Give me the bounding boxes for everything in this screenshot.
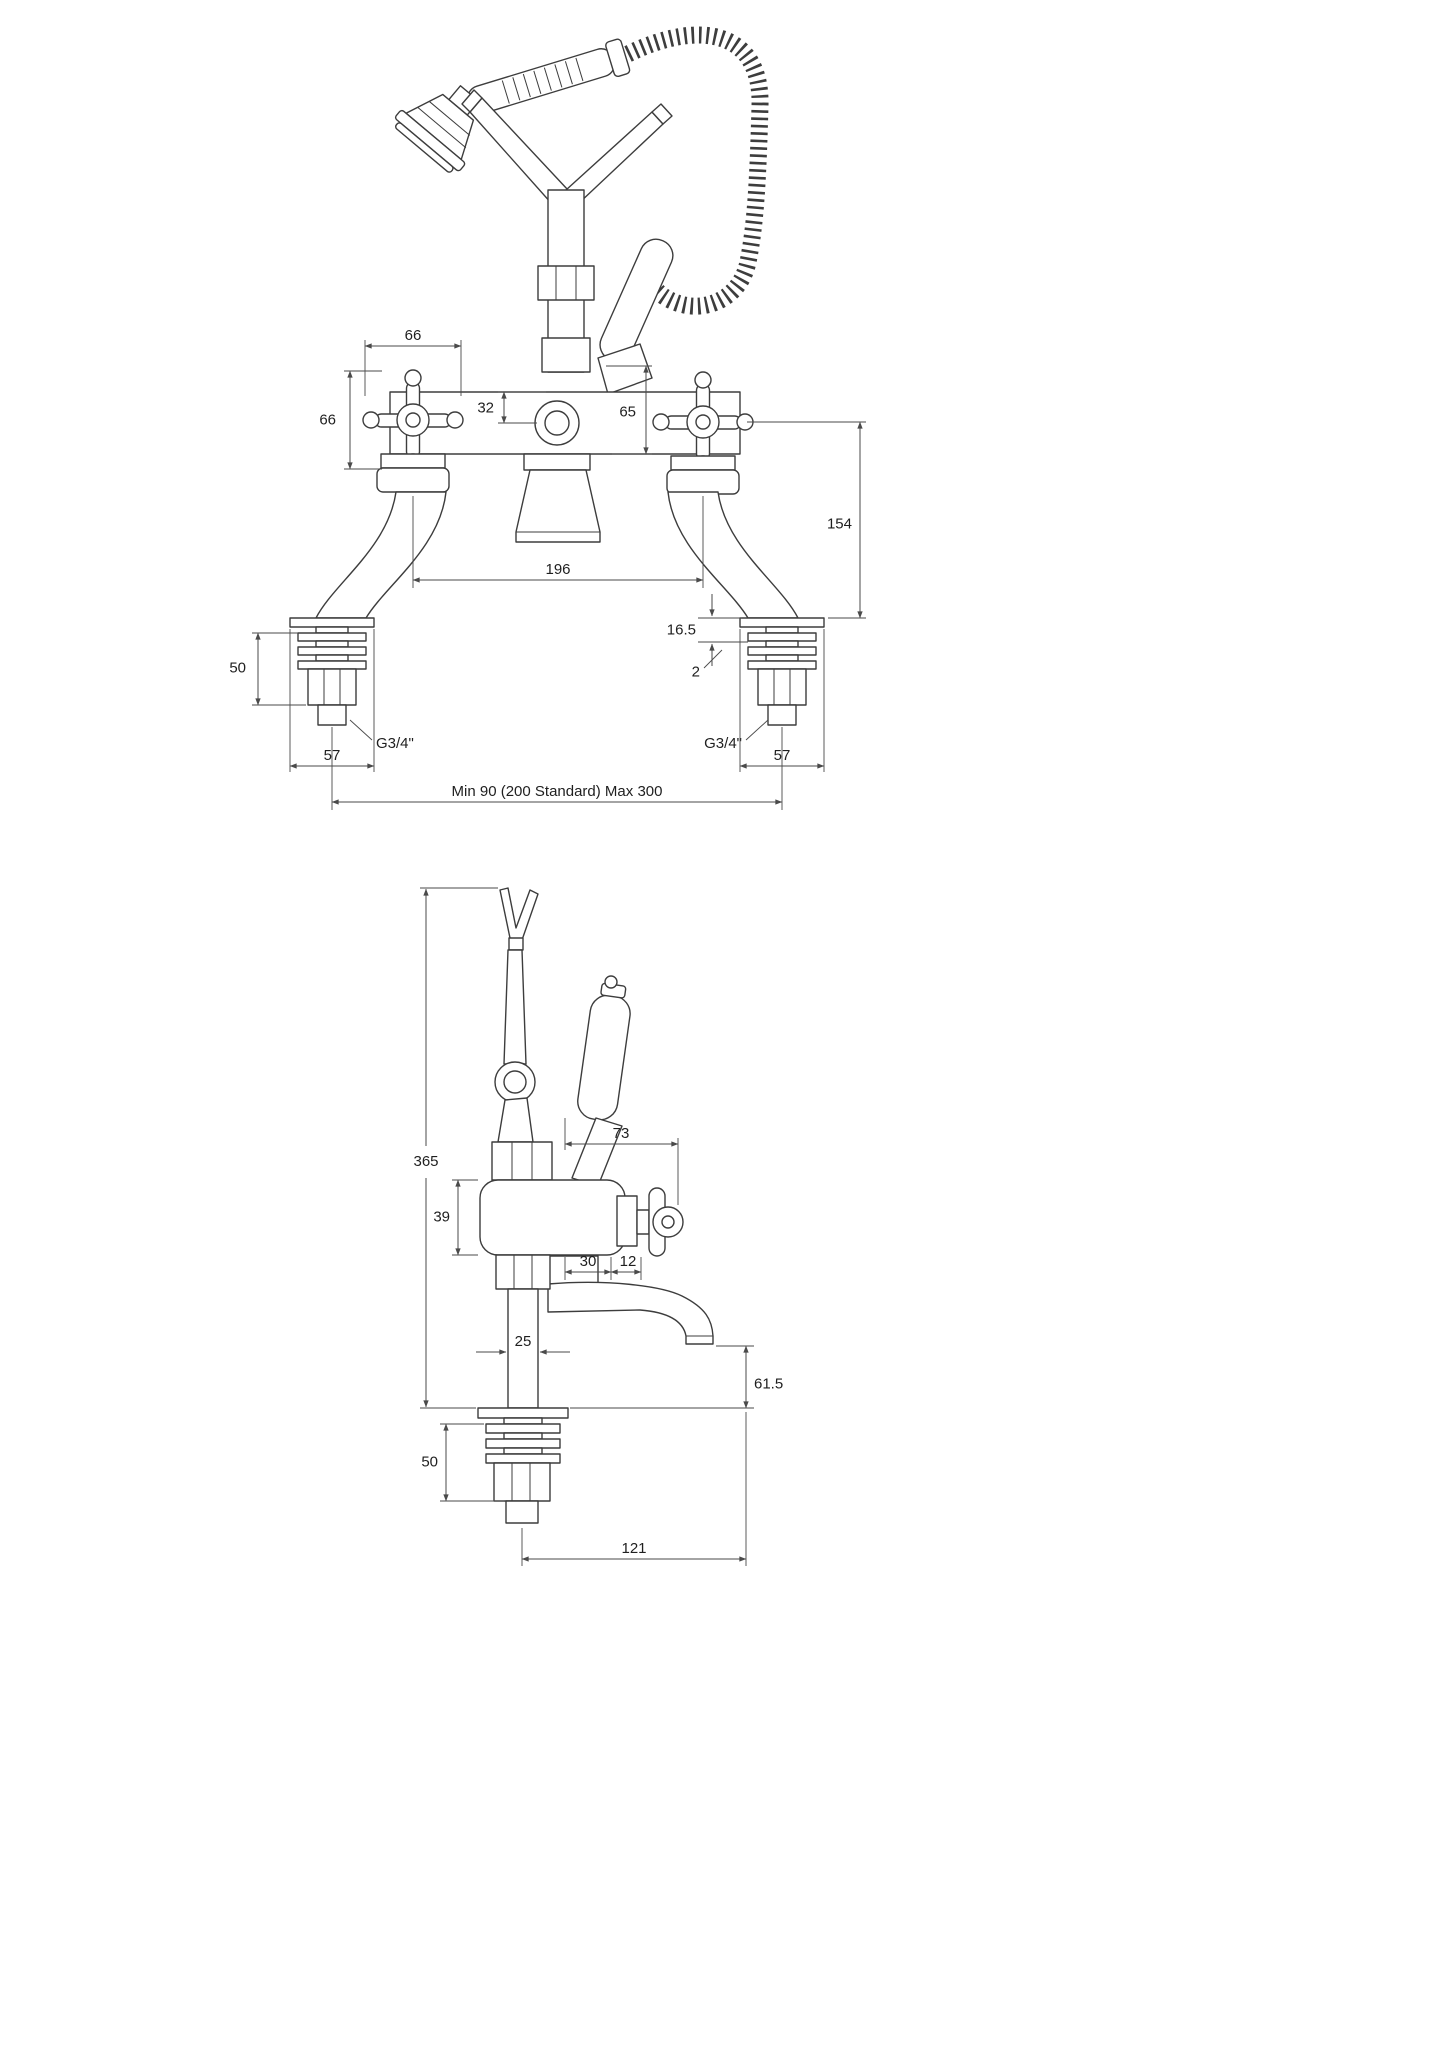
front-view-dimensions: 66 66 32 65 154 — [229, 327, 866, 810]
dim-label-lever-height: 65 — [619, 404, 636, 421]
dim-label-thread-left: G3/4" — [376, 735, 414, 752]
dim-deck-max: 16.5 — [667, 594, 748, 666]
dim-thread-left: G3/4" — [349, 719, 414, 752]
dim-spout-reach: 121 — [521, 1412, 747, 1566]
dim-label-body-depth: 30 — [580, 1253, 597, 1270]
valve-body-side — [479, 1179, 638, 1256]
dim-centres-range: Min 90 (200 Standard) Max 300 — [331, 727, 783, 810]
dim-label-handle-reach: 73 — [613, 1125, 630, 1142]
cradle-bracket — [491, 949, 553, 1181]
dim-body-depth: 30 — [564, 1253, 642, 1280]
cross-handle-side — [636, 1187, 684, 1257]
shower-head — [394, 85, 480, 173]
cradle-side — [499, 887, 539, 951]
mounting-shank-left — [289, 617, 375, 726]
dim-body-height: 39 — [433, 1179, 478, 1256]
dim-label-shank-length: 50 — [229, 660, 246, 677]
dim-spout-clearance: 61.5 — [570, 1345, 783, 1409]
dim-label-body-offset: 32 — [477, 400, 494, 417]
side-view-dimensions: 365 73 39 30 12 — [413, 887, 783, 1566]
dim-tap-centres: 196 — [412, 496, 704, 588]
riser-column — [537, 189, 595, 373]
mounting-shank-right — [739, 617, 825, 726]
dim-label-centres-range: Min 90 (200 Standard) Max 300 — [452, 783, 663, 800]
spout — [515, 469, 601, 543]
leg-left — [315, 491, 447, 619]
dim-washer: 2 — [692, 649, 723, 681]
dim-label-spout-reach: 121 — [621, 1540, 646, 1557]
lever-handle-side — [571, 975, 631, 1187]
dim-handle-height: 66 — [319, 370, 382, 470]
cross-handle-right — [652, 371, 754, 495]
cross-handle-left — [362, 369, 464, 493]
dim-thread-right: G3/4" — [704, 719, 769, 752]
column-side — [495, 1254, 551, 1409]
dim-shank-length-side: 50 — [421, 1423, 504, 1502]
dim-label-deck-to-centre: 154 — [827, 516, 852, 533]
dim-lever-height: 65 — [606, 365, 652, 455]
dim-handle-offset: 12 — [610, 1253, 642, 1275]
diverter-lever — [597, 238, 674, 395]
mounting-shank-side — [477, 1407, 569, 1524]
front-view: 66 66 32 65 154 — [229, 26, 866, 810]
dim-label-deck-max: 16.5 — [667, 622, 696, 639]
dim-label-tap-centres: 196 — [545, 561, 570, 578]
dim-overall-height: 365 — [413, 887, 498, 1409]
dim-label-thread-right: G3/4" — [704, 735, 742, 752]
leg-right — [667, 491, 799, 619]
dim-label-column-width: 25 — [515, 1333, 532, 1350]
dim-column-width: 25 — [476, 1333, 570, 1355]
dim-label-washer: 2 — [692, 664, 700, 681]
dim-label-shank-length-side: 50 — [421, 1454, 438, 1471]
dim-shank-length-left: 50 — [229, 632, 306, 706]
dim-handle-reach: 73 — [564, 1118, 679, 1205]
dim-body-offset: 32 — [477, 391, 546, 424]
dim-label-body-height: 39 — [433, 1209, 450, 1226]
dim-label-overall-height: 365 — [413, 1153, 438, 1170]
side-view: 365 73 39 30 12 — [413, 887, 783, 1566]
dim-label-spout-clearance: 61.5 — [754, 1376, 783, 1393]
dim-deck-to-centre: 154 — [747, 421, 866, 619]
dim-handle-width: 66 — [364, 327, 462, 396]
dim-label-handle-width: 66 — [405, 327, 422, 344]
dim-label-handle-height: 66 — [319, 412, 336, 429]
dim-label-handle-offset: 12 — [620, 1253, 637, 1270]
